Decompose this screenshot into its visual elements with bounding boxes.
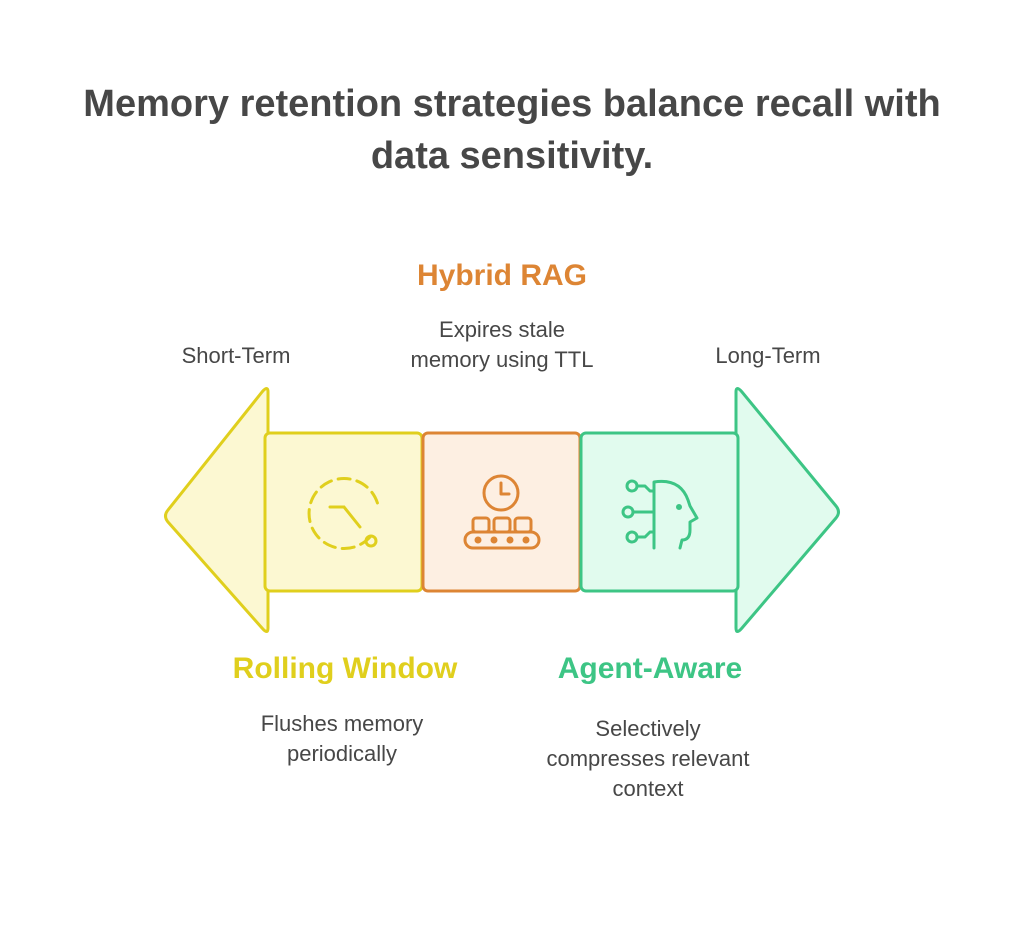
left-arrow-head [164,387,270,633]
rolling-window-segment [263,431,424,593]
rolling-window-heading: Rolling Window [232,652,458,685]
hybrid-rag-description-line: Expires stale [439,317,565,342]
hybrid-rag-heading: Hybrid RAG [416,259,587,292]
conveyor-clock-icon [463,474,541,550]
long-term-label: Long-Term [715,343,821,368]
rolling-window-description-line: periodically [286,741,398,766]
rolling-window-description: Flushes memory periodically [202,709,482,769]
hybrid-rag-description: Expires stale memory using TTL [362,315,642,375]
ai-head-icon [621,479,699,550]
hybrid-rag-description-line: memory using TTL [410,347,594,372]
timer-icon [307,477,380,551]
agent-aware-heading: Agent-Aware [557,652,743,685]
title-line-2: data sensitivity. [370,135,654,177]
short-term-label: Short-Term [181,343,291,368]
rolling-window-description-line: Flushes memory [260,711,424,736]
agent-aware-description-line: context [612,776,684,801]
title-line-1: Memory retention strategies balance reca… [83,83,941,125]
agent-aware-description: Selectively compresses relevant context [508,714,788,804]
agent-aware-segment [579,431,740,593]
agent-aware-description-line: compresses relevant [546,746,750,771]
hybrid-rag-segment [421,431,582,593]
page-title: Memory retention strategies balance reca… [0,78,1024,182]
right-arrow-head [734,387,840,633]
agent-aware-description-line: Selectively [595,716,701,741]
